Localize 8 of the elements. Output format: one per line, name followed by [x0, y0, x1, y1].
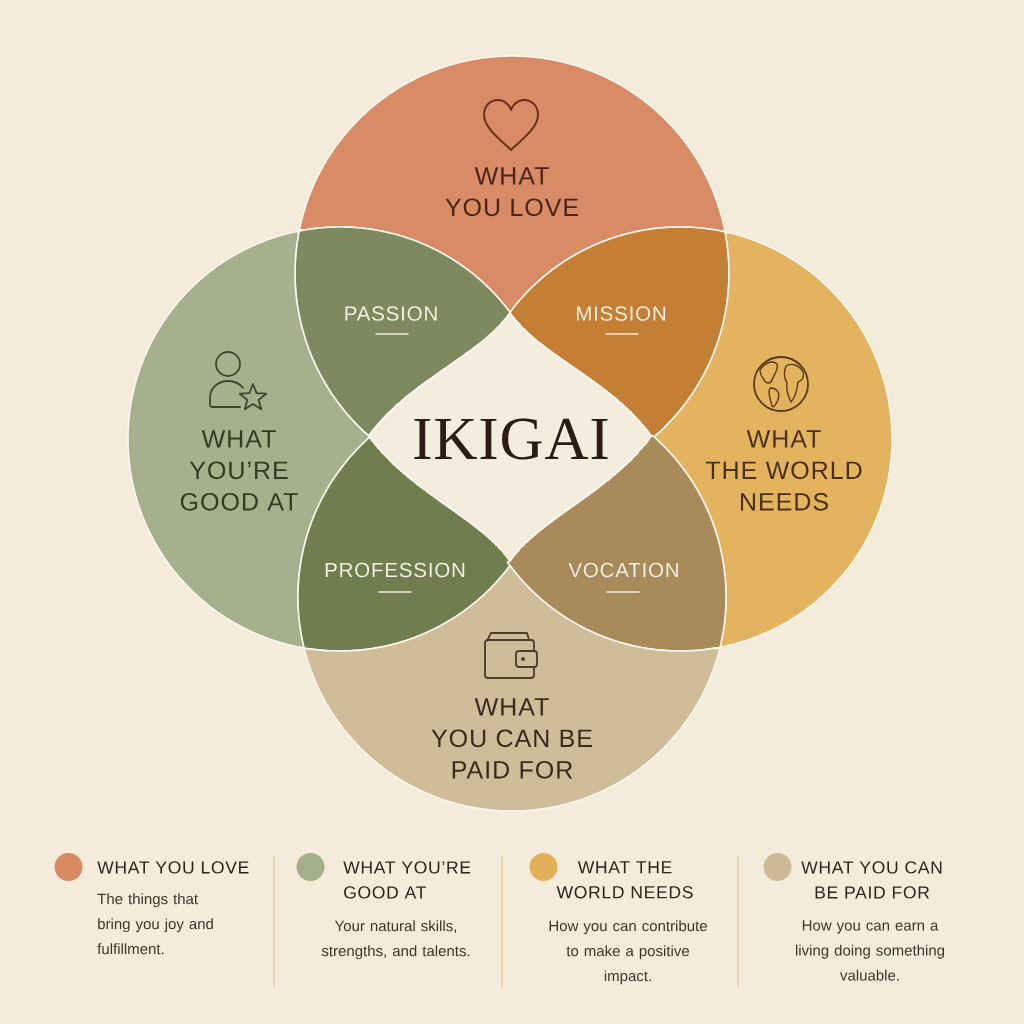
legend-label: WHAT YOU’RE GOOD AT — [343, 861, 471, 899]
legend-description: The things that bring you joy and fulfillment. — [97, 893, 213, 955]
legend-label: WHAT YOU CAN BE PAID FOR — [801, 861, 942, 899]
legend-description: How you can contribute to make a positive impact. — [549, 920, 707, 985]
legend-description: Your natural skills, strengths, and talents. — [321, 920, 470, 960]
legend-description: How you can earn a living doing something valuable. — [795, 920, 945, 981]
legend-label: WHAT YOU LOVE — [97, 861, 249, 874]
legend-label: WHAT THE WORLD NEEDS — [556, 861, 693, 899]
